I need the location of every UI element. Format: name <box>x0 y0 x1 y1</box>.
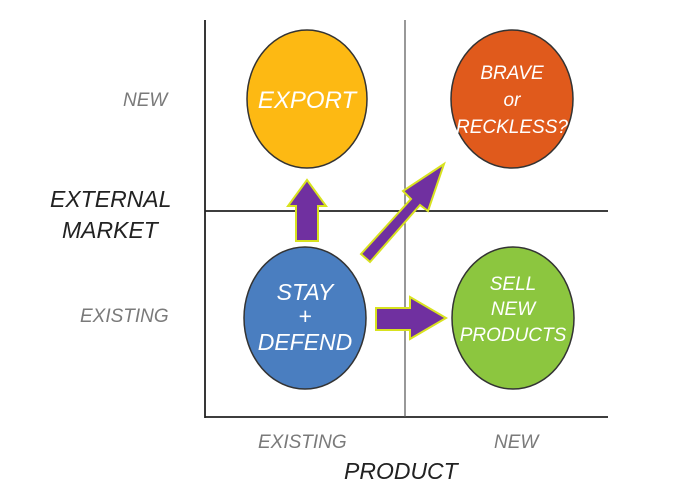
bubble-stay-line-3: DEFEND <box>258 329 353 355</box>
arrow-right-sell <box>375 295 448 341</box>
bubble-stay-line-1: STAY <box>277 279 335 305</box>
y-axis-title-line-1: EXTERNAL <box>50 186 172 212</box>
bubble-sell-line-2: NEW <box>491 299 537 320</box>
bubble-stay: STAY + DEFEND <box>243 246 367 390</box>
bubble-sell-line-3: PRODUCTS <box>460 325 567 346</box>
bubble-sell-line-1: SELL <box>490 274 536 295</box>
y-axis-top-label: NEW <box>123 90 168 111</box>
bubble-brave-line-3: RECKLESS? <box>456 117 568 138</box>
arrow-diagonal-brave <box>359 161 446 264</box>
bubble-brave-line-2: or <box>504 90 522 111</box>
x-axis-title: PRODUCT <box>344 458 458 484</box>
x-axis-left-label: EXISTING <box>258 432 347 453</box>
y-axis-title: EXTERNAL MARKET <box>50 184 171 246</box>
arrow-up-export <box>286 178 328 242</box>
bubble-brave: BRAVE or RECKLESS? <box>450 29 574 169</box>
bubble-stay-line-2: + <box>298 303 311 329</box>
bubble-brave-line-1: BRAVE <box>480 63 544 84</box>
y-axis-bottom-label: EXISTING <box>80 306 169 327</box>
bubble-export-line-1: EXPORT <box>258 87 359 114</box>
y-axis-title-line-2: MARKET <box>62 217 158 243</box>
x-axis-right-label: NEW <box>494 432 539 453</box>
bubble-sell: SELL NEW PRODUCTS <box>451 246 575 390</box>
bubble-export: EXPORT <box>246 29 368 169</box>
